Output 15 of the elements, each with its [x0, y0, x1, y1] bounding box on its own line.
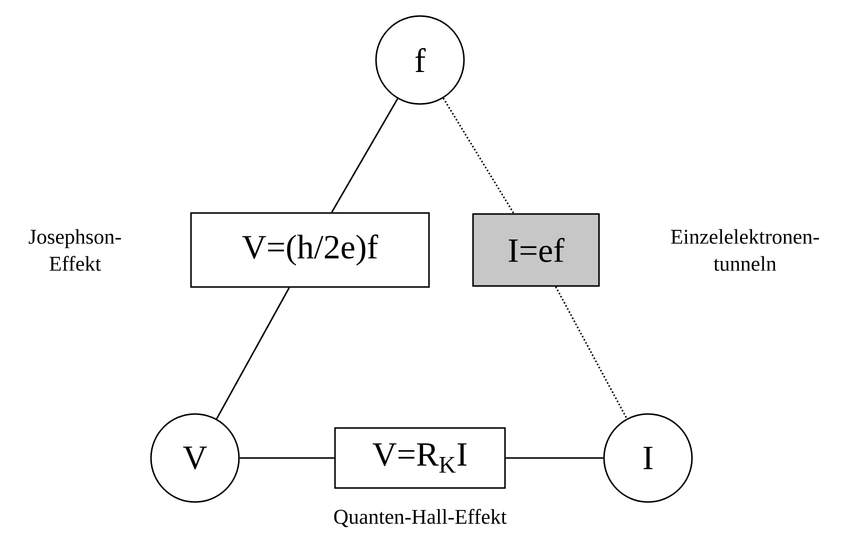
formula-box: I=ef [472, 213, 600, 287]
formula-box: V=(h/2e)f [190, 212, 430, 288]
connector-line [555, 286, 628, 419]
side-label: Josephson- Effekt [28, 229, 121, 271]
connector-line [240, 457, 334, 459]
circle-node: I [603, 413, 693, 503]
formula-box: V=R$_{K}$I [334, 427, 506, 489]
side-label: Quanten-Hall-Effekt [334, 508, 507, 528]
connector-line [216, 287, 290, 420]
connector-line [331, 98, 398, 213]
connector-line [442, 98, 514, 214]
side-label: Einzelelektronen- tunneln [671, 229, 819, 271]
circle-node: f [375, 15, 465, 105]
connector-line [506, 457, 604, 459]
circle-node: V [150, 413, 240, 503]
